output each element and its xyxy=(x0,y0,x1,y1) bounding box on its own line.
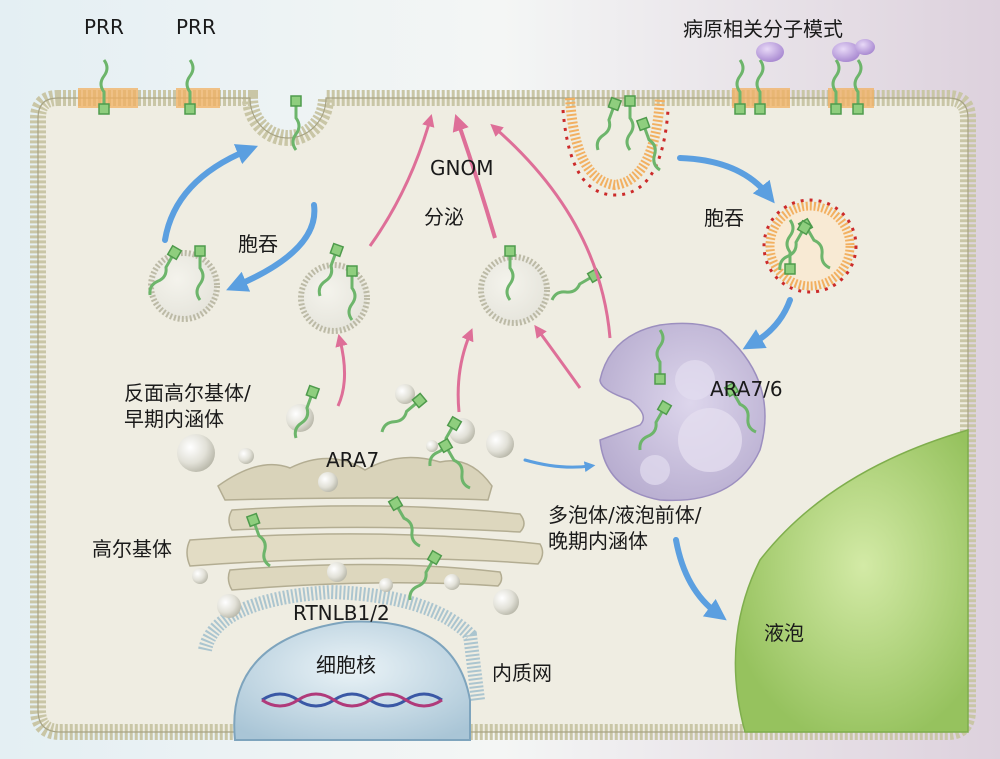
receptor-icon xyxy=(380,392,428,433)
receptor-icon xyxy=(638,399,673,451)
label-vacuole: 液泡 xyxy=(764,621,804,645)
nucleus xyxy=(233,620,471,741)
label-tgn-line2: 早期内涵体 xyxy=(124,407,224,431)
vesicle-right xyxy=(478,254,550,326)
label-ara76: ARA7/6 xyxy=(710,377,783,401)
receptor-icon xyxy=(317,242,345,297)
receptor-icon xyxy=(723,381,757,434)
label-pamp: 病原相关分子模式 xyxy=(683,17,843,41)
receptor-icon xyxy=(734,59,746,115)
label-rtnlb: RTNLB1/2 xyxy=(293,601,390,625)
label-prr-right: PRR xyxy=(176,15,216,39)
receptor-icon xyxy=(148,244,183,296)
label-prr-left: PRR xyxy=(84,15,124,39)
vesicle-left xyxy=(148,250,220,322)
receptor-icon xyxy=(346,265,358,321)
label-nucleus: 细胞核 xyxy=(316,653,376,677)
receptor-icon xyxy=(852,59,864,115)
label-gnom: GNOM xyxy=(430,156,493,180)
pamp-molecules xyxy=(756,39,875,62)
raft-vesicle xyxy=(762,198,858,294)
receptor-icon xyxy=(98,59,110,115)
labels: PRR PRR 病原相关分子模式 GNOM 分泌 胞吞 胞吞 反面高尔基体/ 早… xyxy=(84,15,843,685)
prr-receptors xyxy=(98,59,864,601)
receptor-icon xyxy=(245,512,271,568)
secretion-arrows xyxy=(335,113,612,413)
receptor-icon xyxy=(830,59,842,115)
label-golgi: 高尔基体 xyxy=(92,537,172,561)
label-er: 内质网 xyxy=(492,661,552,685)
label-endocytosis-right: 胞吞 xyxy=(704,206,744,230)
golgi-stack xyxy=(186,456,544,591)
receptor-icon xyxy=(290,95,302,151)
label-mvb-line1: 多泡体/液泡前体/ xyxy=(548,503,702,527)
receptor-icon xyxy=(635,116,661,172)
label-mvb-line2: 晚期内涵体 xyxy=(548,529,648,553)
nucleus-and-er xyxy=(198,584,485,741)
receptor-icon xyxy=(194,245,206,301)
receptor-icon xyxy=(293,384,321,439)
receptor-icon xyxy=(784,219,796,275)
receptor-icon xyxy=(595,96,623,151)
label-ara7: ARA7 xyxy=(326,448,379,472)
label-endocytosis-left: 胞吞 xyxy=(238,232,278,256)
membrane-rafts xyxy=(78,88,874,108)
receptor-icon xyxy=(408,549,443,601)
receptor-icon xyxy=(754,59,766,115)
receptor-icon xyxy=(387,495,421,548)
trafficking-arrows xyxy=(162,144,793,621)
label-tgn-line1: 反面高尔基体/ xyxy=(124,381,251,405)
vacuole xyxy=(734,429,969,733)
receptor-icon xyxy=(624,95,636,151)
golgi-vesicles xyxy=(177,384,519,618)
multivesicular-body xyxy=(599,322,766,502)
receptor-icon xyxy=(437,437,471,490)
raft-invagination xyxy=(561,97,670,197)
receptor-icon xyxy=(504,245,516,301)
receptor-icon xyxy=(778,219,813,271)
receptor-icon xyxy=(654,329,666,385)
receptor-icon xyxy=(184,59,196,115)
label-secretion: 分泌 xyxy=(424,205,464,229)
